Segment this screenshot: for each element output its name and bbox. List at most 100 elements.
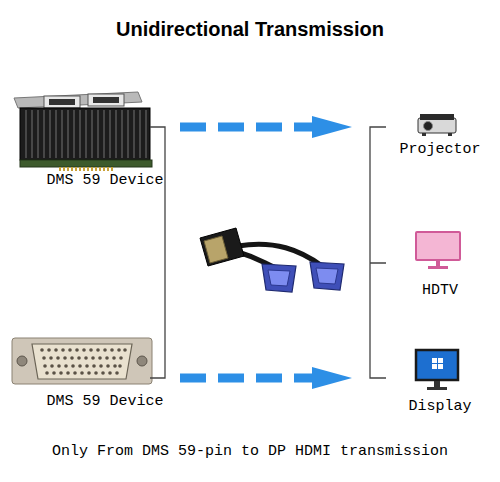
pin bbox=[87, 371, 91, 375]
device-label: DMS 59 Device bbox=[30, 393, 180, 411]
pin bbox=[71, 364, 75, 368]
hdtv-stand bbox=[436, 260, 440, 266]
dvi-port bbox=[44, 96, 80, 108]
display-stand bbox=[434, 381, 440, 387]
circuit-board bbox=[20, 160, 152, 167]
socket-frame bbox=[12, 338, 152, 384]
pin bbox=[49, 356, 53, 360]
pin bbox=[108, 371, 112, 375]
device-label: Display bbox=[390, 398, 490, 416]
pin bbox=[75, 348, 79, 352]
window-pane bbox=[432, 358, 437, 363]
dvi-port-socket bbox=[93, 97, 119, 103]
cable-wire bbox=[238, 244, 322, 266]
pin bbox=[70, 356, 74, 360]
projector-foot bbox=[448, 133, 452, 136]
pin bbox=[54, 348, 58, 352]
window-pane bbox=[438, 358, 443, 363]
arrow-shaft bbox=[180, 374, 314, 383]
pin bbox=[94, 371, 98, 375]
pin bbox=[50, 364, 54, 368]
device-label: DMS 59 Device bbox=[30, 172, 180, 190]
window-pane bbox=[432, 364, 437, 369]
dvi-port bbox=[88, 94, 124, 106]
transmission-arrow bbox=[180, 116, 352, 138]
pin bbox=[73, 371, 77, 375]
pin bbox=[105, 356, 109, 360]
left-bracket bbox=[150, 127, 165, 378]
pin bbox=[103, 348, 107, 352]
pin bbox=[84, 356, 88, 360]
pin bbox=[66, 371, 70, 375]
pin bbox=[61, 348, 65, 352]
transmission-arrow bbox=[180, 367, 352, 389]
vga-connector bbox=[262, 264, 296, 292]
device-node: HDTV bbox=[352, 220, 495, 305]
heatsink-fins bbox=[26, 110, 146, 158]
display-screen bbox=[416, 350, 458, 380]
device-node: DMS 59 Device bbox=[10, 95, 180, 200]
pin bbox=[52, 371, 56, 375]
pin bbox=[119, 356, 123, 360]
card-bracket bbox=[14, 92, 142, 108]
device-node: Display bbox=[352, 345, 495, 420]
pin bbox=[115, 371, 119, 375]
pin bbox=[47, 348, 51, 352]
pin bbox=[42, 356, 46, 360]
pin bbox=[96, 348, 100, 352]
device-node: DMS 59 Device bbox=[10, 330, 180, 415]
display-base bbox=[427, 387, 447, 390]
plug-contacts bbox=[204, 236, 228, 263]
dms59-socket bbox=[12, 338, 152, 384]
pin bbox=[82, 348, 86, 352]
diagram-caption: Only From DMS 59-pin to DP HDMI transmis… bbox=[0, 442, 500, 462]
socket-pins bbox=[40, 348, 127, 375]
pin bbox=[59, 371, 63, 375]
device-label: HDTV bbox=[390, 282, 490, 300]
pin bbox=[92, 364, 96, 368]
pin bbox=[80, 371, 84, 375]
hdtv-base bbox=[428, 266, 448, 269]
pin bbox=[64, 364, 68, 368]
pin bbox=[85, 364, 89, 368]
pin bbox=[101, 371, 105, 375]
vga-socket bbox=[316, 268, 338, 284]
edge-contacts bbox=[60, 167, 112, 171]
arrow-shaft bbox=[180, 123, 314, 132]
pin bbox=[123, 348, 127, 352]
pin bbox=[89, 348, 93, 352]
pin bbox=[43, 364, 47, 368]
heatsink bbox=[20, 108, 150, 160]
arrow-head bbox=[312, 367, 352, 389]
projector-body bbox=[418, 118, 456, 133]
pin bbox=[113, 364, 117, 368]
pin bbox=[106, 364, 110, 368]
pin bbox=[98, 356, 102, 360]
graphics-card bbox=[14, 92, 152, 171]
pin bbox=[78, 364, 82, 368]
pin bbox=[68, 348, 72, 352]
pin bbox=[118, 364, 122, 368]
pin bbox=[40, 348, 44, 352]
pin bbox=[91, 356, 95, 360]
vga-socket bbox=[268, 270, 290, 286]
arrow-head bbox=[312, 116, 352, 138]
socket-body bbox=[32, 344, 132, 379]
pin bbox=[110, 348, 114, 352]
dms59-plug bbox=[200, 228, 244, 266]
display-icon bbox=[416, 350, 458, 390]
diagram-title: Unidirectional Transmission bbox=[0, 16, 500, 42]
hdtv-screen bbox=[416, 232, 460, 260]
right-bracket bbox=[370, 127, 386, 378]
pin bbox=[56, 356, 60, 360]
hdtv-icon bbox=[416, 232, 460, 269]
pin bbox=[57, 364, 61, 368]
device-label: Projector bbox=[390, 141, 490, 159]
vga-connector bbox=[310, 262, 344, 290]
device-node: Projector bbox=[352, 105, 495, 165]
pin bbox=[112, 356, 116, 360]
projector-foot bbox=[422, 133, 426, 136]
projector-top bbox=[420, 114, 454, 120]
